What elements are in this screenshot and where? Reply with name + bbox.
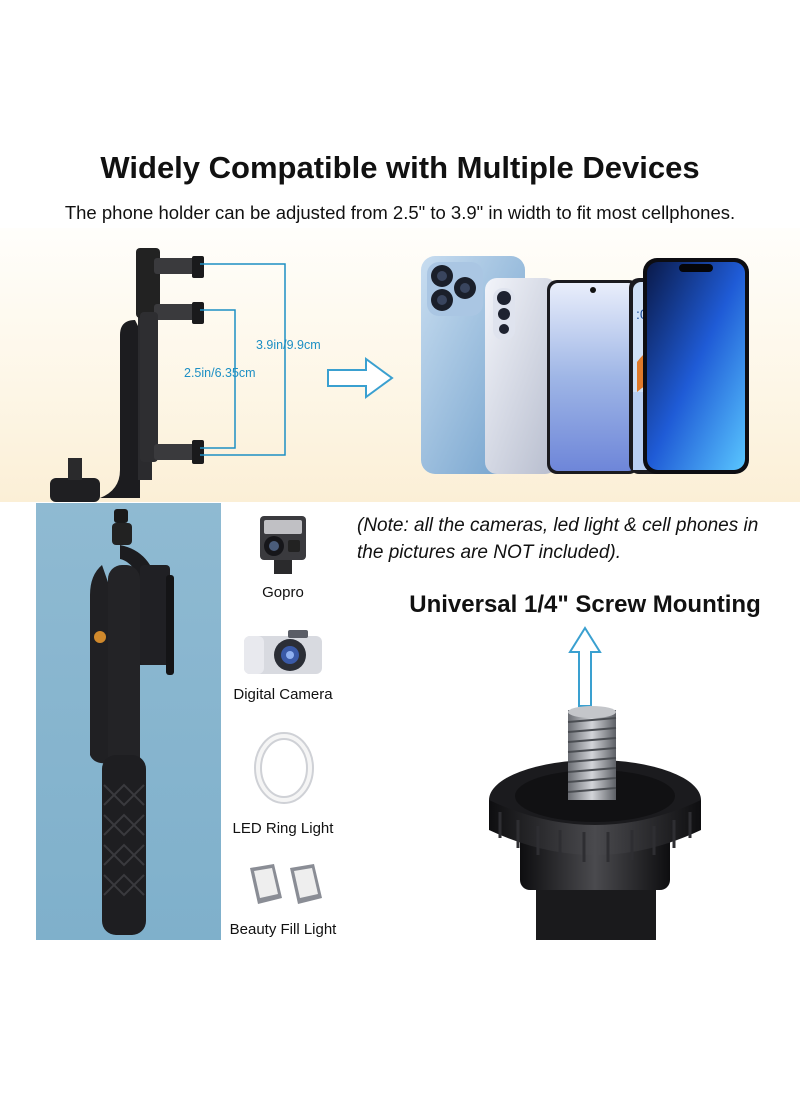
up-arrow-icon <box>568 626 602 707</box>
phone-holder-diagram <box>50 248 286 502</box>
accessory-label-digital-camera: Digital Camera <box>233 686 333 703</box>
holder-body <box>140 312 158 462</box>
fill-light-icon <box>250 864 322 904</box>
accessory-label-ring-light: LED Ring Light <box>232 820 334 837</box>
accessory-label-gopro: Gopro <box>262 584 304 601</box>
selfie-stick-tripod <box>90 509 174 935</box>
ring-light-icon <box>254 732 314 804</box>
phone-night-front <box>643 258 749 474</box>
dim-line-min <box>200 309 236 449</box>
accessory-label-fill-light: Beauty Fill Light <box>229 921 337 938</box>
holder-clip-arm <box>100 320 140 498</box>
page-subtitle: The phone holder can be adjusted from 2.… <box>64 202 736 223</box>
phone-silver-back <box>485 278 557 474</box>
digital-camera-icon <box>244 630 322 674</box>
page-title: Widely Compatible with Multiple Devices <box>100 150 700 185</box>
phone-android-front <box>547 280 639 474</box>
screw-mount-title: Universal 1/4" Screw Mounting <box>409 591 761 618</box>
right-arrow-icon <box>327 357 394 399</box>
dim-label-max: 3.9in/9.9cm <box>256 338 321 352</box>
dim-line-max <box>200 263 286 456</box>
dim-label-min: 2.5in/6.35cm <box>184 366 256 380</box>
action-camera-icon <box>260 516 306 574</box>
holder-base <box>50 478 100 502</box>
phones-group: :08 <box>421 256 749 474</box>
note-text: (Note: all the cameras, led light & cell… <box>357 515 759 563</box>
screw-mount-image <box>489 706 701 940</box>
accessories-panel <box>222 503 344 940</box>
